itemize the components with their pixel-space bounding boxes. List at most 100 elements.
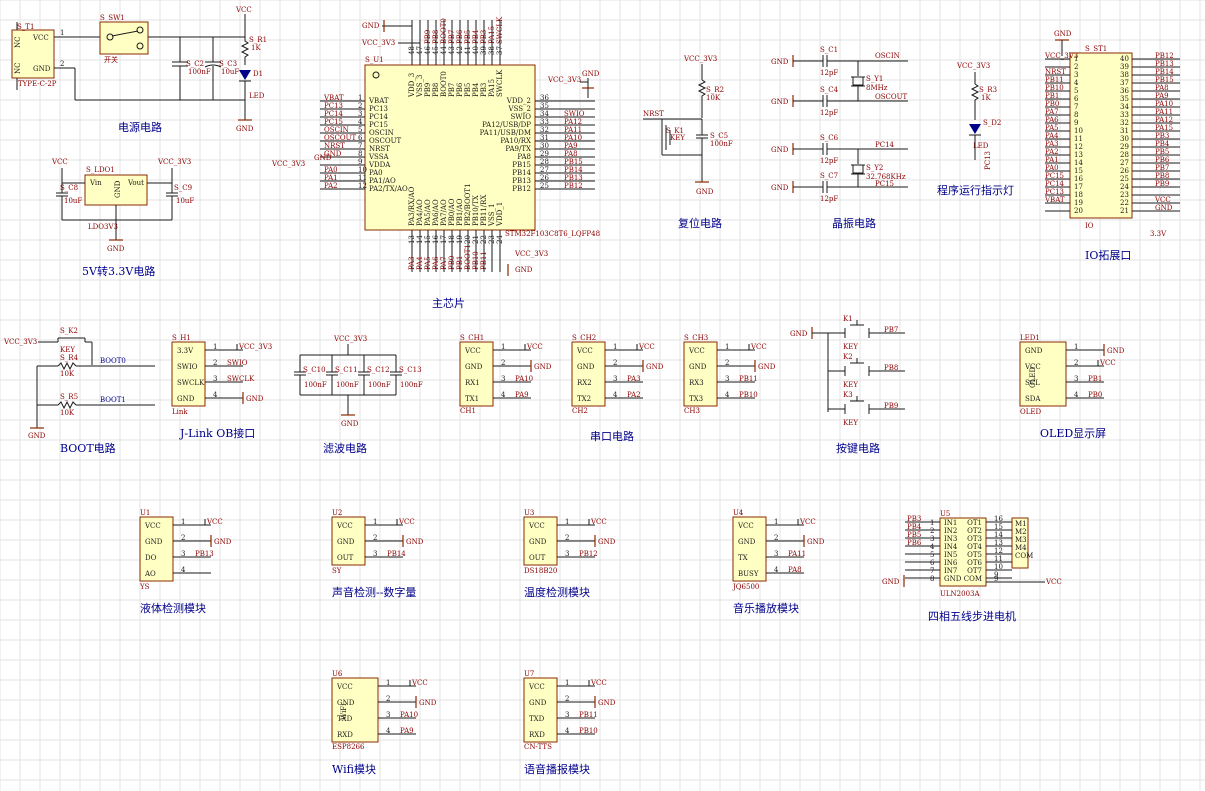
- filter-cap-value: 100nF: [336, 381, 359, 389]
- header-pin-number: 4: [725, 391, 730, 399]
- io-net-left: PB10: [1045, 84, 1064, 92]
- io-pin-number: 12: [1074, 143, 1083, 151]
- header-net-label: PB14: [387, 550, 406, 558]
- mcu-pin-label: PB11/RX: [480, 195, 488, 226]
- io-pin-number: 36: [1120, 87, 1129, 95]
- io-pin-number: 6: [1074, 95, 1079, 103]
- io-net-right: PB8: [1155, 172, 1169, 180]
- svg-text:GND: GND: [341, 420, 359, 428]
- header-pin-label: TXD: [337, 715, 353, 723]
- header-net-label: PB12: [579, 550, 598, 558]
- module-designator: U1: [140, 509, 150, 517]
- io-net-right: PB3: [1155, 132, 1169, 140]
- mcu-pin-label: PB5: [464, 83, 472, 97]
- header-net-label: PB0: [1088, 391, 1102, 399]
- svg-text:VCC_3V3: VCC_3V3: [956, 62, 990, 70]
- serial-designator: S_CH3: [684, 334, 708, 342]
- header-pin-label: TXD: [529, 715, 545, 723]
- header-net-label: PA11: [788, 550, 806, 558]
- uln-pin-label: IN3: [944, 535, 957, 543]
- title-serial: 串口电路: [590, 430, 634, 443]
- mcu-pin-number: 34: [540, 110, 549, 118]
- header-pin-label: RXD: [529, 731, 545, 739]
- io-pin-number: 17: [1074, 183, 1083, 191]
- uln-pin-number: 6: [930, 559, 935, 567]
- mcu-net-label: PB3: [480, 30, 488, 44]
- header-pin-label: SWCLK: [177, 379, 205, 387]
- svg-text:LED: LED: [973, 142, 989, 150]
- title-tts: 语音播报模块: [524, 762, 590, 776]
- header-pin-number: 1: [1074, 343, 1078, 351]
- mcu-pin-number: 21: [472, 235, 480, 244]
- key-designator: K3: [843, 391, 853, 399]
- filter-cap-value: 100nF: [304, 381, 327, 389]
- io-net-left: PC13: [1045, 188, 1064, 196]
- mcu-pin-label: PB7: [448, 83, 456, 97]
- mcu-pin-number: 17: [440, 235, 448, 244]
- svg-text:S_C6: S_C6: [820, 134, 839, 142]
- header-pin-number: 1: [213, 343, 217, 351]
- svg-text:VCC: VCC: [235, 6, 252, 14]
- svg-text:GND: GND: [33, 65, 51, 73]
- mcu-pin-number: 41: [464, 46, 472, 55]
- uln-pin-label: IN1: [944, 519, 957, 527]
- mcu-pin-label: PA4/AO: [416, 199, 424, 226]
- header-net-label: VCC: [799, 518, 816, 526]
- mcu-pin-label: PA3/RX/AO: [408, 186, 416, 226]
- power-circuit: S_T1 VCC GND NC NC TYPE-C-2P 12 S_SW1 开关…: [11, 6, 267, 133]
- serial-label: CH3: [684, 407, 700, 415]
- mcu-pin-label: PB1/AO: [456, 198, 464, 226]
- serial-label: CH2: [572, 407, 588, 415]
- uln-pin-number: 15: [994, 523, 1003, 531]
- header-pin-label: SDA: [1025, 395, 1041, 403]
- mcu-pin-label: PB12: [512, 185, 531, 193]
- header-net-label: GND: [406, 538, 424, 546]
- title-led: 程序运行指示灯: [937, 183, 1014, 197]
- mcu-pin-number: 39: [480, 46, 488, 55]
- svg-text:VCC_3V3: VCC_3V3: [361, 39, 395, 47]
- header-net-label: PA8: [788, 566, 802, 574]
- title-boot: BOOT电路: [60, 442, 116, 455]
- header-pin-label: GND: [177, 395, 195, 403]
- header-pin-label: VCC: [336, 683, 353, 691]
- mcu-pin-number: 46: [424, 46, 432, 55]
- svg-text:100nF: 100nF: [188, 68, 211, 76]
- io-net-right: PB5: [1155, 148, 1169, 156]
- header-pin-number: 4: [181, 566, 186, 574]
- mcu-net-label: PA10: [564, 134, 582, 142]
- key-value: KEY: [843, 419, 858, 427]
- header-net-label: SWIO: [227, 359, 248, 367]
- io-net-left: PC15: [1045, 172, 1064, 180]
- svg-text:STM32F103C8T6_LQFP48: STM32F103C8T6_LQFP48: [505, 230, 600, 238]
- uln-pin-label: OT5: [967, 551, 982, 559]
- mcu-pin-label: PB0/AO: [448, 198, 456, 226]
- header-pin-label: GND: [337, 699, 355, 707]
- header-net-label: VCC: [1099, 359, 1116, 367]
- mcu-pin-label: PB4: [472, 82, 480, 97]
- mcu-pin-number: 43: [448, 46, 456, 55]
- motor-pin-label: M1: [1015, 520, 1027, 528]
- header-pin-number: 1: [725, 343, 729, 351]
- svg-text:10K: 10K: [706, 94, 721, 102]
- mcu-net-label: PB4: [472, 29, 480, 44]
- io-net-left: PA3: [1045, 140, 1059, 148]
- io-pin-number: 35: [1120, 95, 1129, 103]
- svg-text:GND: GND: [696, 188, 714, 196]
- mcu-pin-number: 4: [358, 118, 363, 126]
- mcu-pin-label: PA5/AO: [424, 199, 432, 226]
- mcu-pin-label: PA2/TX/AO: [369, 185, 408, 193]
- svg-text:S_LDO1: S_LDO1: [86, 166, 115, 174]
- module-label: SY: [332, 567, 342, 575]
- io-net-right: PA8: [1155, 84, 1169, 92]
- header-pin-label: SWIO: [177, 363, 198, 371]
- svg-text:GND: GND: [314, 154, 332, 162]
- mcu-pin-number: 13: [408, 235, 416, 244]
- svg-text:S_ST1: S_ST1: [1085, 45, 1107, 53]
- uln-pin-label: IN6: [944, 559, 958, 567]
- key-value: KEY: [843, 381, 858, 389]
- uln-pin-number: 11: [994, 555, 1003, 563]
- io-pin-number: 39: [1120, 63, 1129, 71]
- header-pin-number: 2: [213, 359, 217, 367]
